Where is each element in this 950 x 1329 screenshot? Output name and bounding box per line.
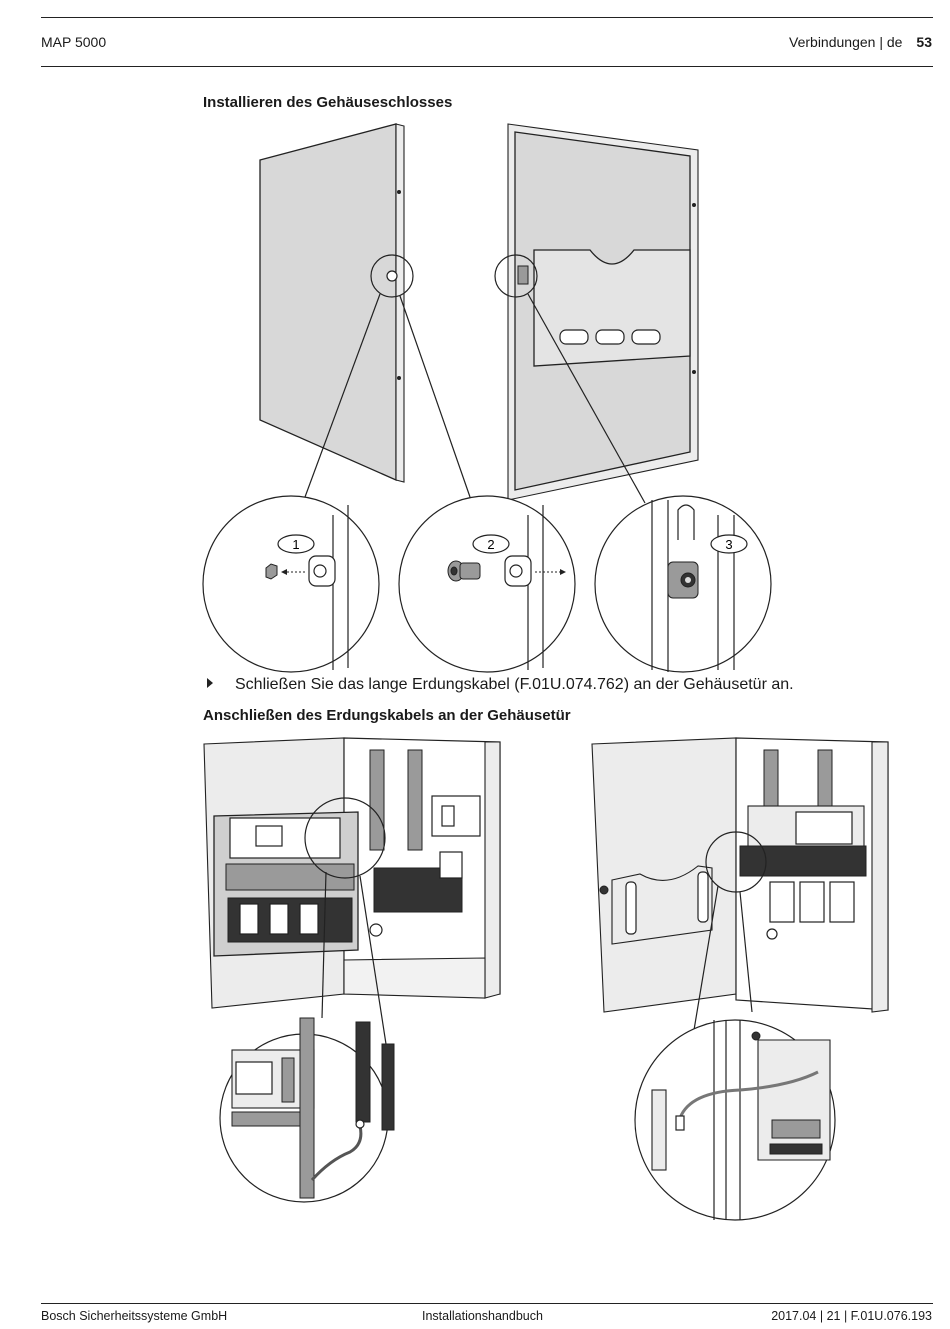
header-section: Verbindungen | de — [789, 34, 903, 50]
footer-doc-type: Installationshandbuch — [422, 1309, 543, 1323]
detail-step-3 — [594, 495, 772, 673]
zoom-marker-right — [705, 831, 767, 893]
header-bottom-rule — [41, 66, 933, 67]
enclosure-left-illustration — [203, 737, 501, 1009]
footer-rule — [41, 1303, 933, 1304]
footer-doc-id: 2017.04 | 21 | F.01U.076.193 — [771, 1309, 932, 1323]
zoom-marker-outside — [370, 254, 414, 298]
callout-3: 3 — [725, 537, 732, 552]
header-right: Verbindungen | de 53 — [789, 34, 932, 50]
callout-2: 2 — [487, 537, 494, 552]
enclosure-right-illustration — [591, 737, 889, 1013]
detail-ground-left — [219, 1017, 395, 1203]
zoom-marker-left — [304, 797, 386, 879]
door-inside-illustration — [507, 123, 699, 501]
section-title-grounding: Anschließen des Erdungskabels an der Geh… — [203, 707, 571, 724]
detail-ground-right — [634, 1019, 836, 1221]
header-top-rule — [41, 17, 933, 18]
footer-company: Bosch Sicherheitssysteme GmbH — [41, 1309, 228, 1323]
header-product: MAP 5000 — [41, 34, 107, 50]
bullet-triangle-icon — [207, 678, 213, 688]
zoom-marker-inside — [494, 254, 538, 298]
detail-step-1 — [202, 495, 380, 673]
instruction-text: Schließen Sie das lange Erdungskabel (F.… — [235, 676, 794, 693]
callout-1: 1 — [292, 537, 299, 552]
instruction-step: Schließen Sie das lange Erdungskabel (F.… — [207, 676, 794, 694]
section-title-lock: Installieren des Gehäuseschlosses — [203, 94, 453, 111]
page-number: 53 — [916, 34, 932, 50]
detail-step-2 — [398, 495, 576, 673]
door-outside-illustration — [259, 123, 405, 483]
